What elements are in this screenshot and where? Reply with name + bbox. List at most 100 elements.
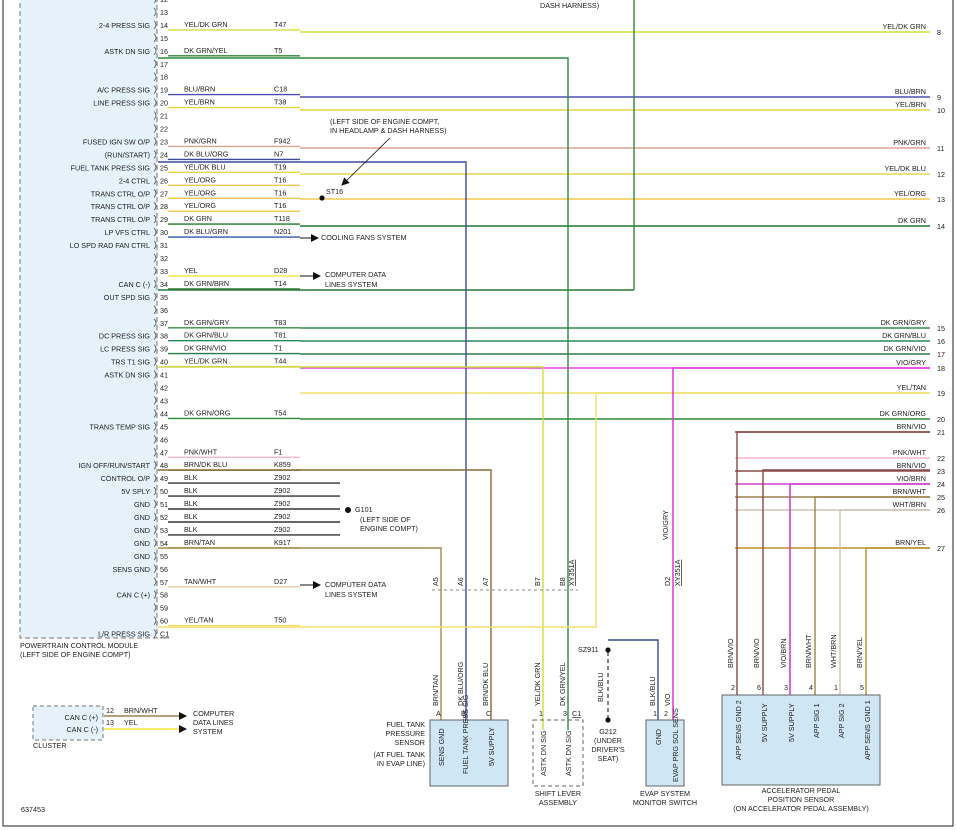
pcm-pin-number: 42 bbox=[160, 384, 168, 393]
fuel-pin-sens-gnd: SENS GND bbox=[437, 728, 446, 766]
pin-bracket bbox=[153, 279, 157, 289]
app-wire-4: BRN/WHT bbox=[804, 634, 813, 668]
pcm-signal-label: CAN C (-) bbox=[118, 280, 150, 289]
evap-name-1: EVAP SYSTEM bbox=[640, 789, 690, 798]
conn-a6: A6 bbox=[456, 577, 465, 586]
wire-color-label: TAN/WHT bbox=[184, 577, 217, 586]
pcm-signal-label: TRANS CTRL O/P bbox=[91, 215, 150, 224]
wire-color-label: BRN/TAN bbox=[184, 538, 215, 547]
wire-color-label: YEL/TAN bbox=[184, 616, 213, 625]
pin-bracket bbox=[153, 176, 157, 185]
app-name-3: (ON ACCELERATOR PEDAL ASSEMBLY) bbox=[733, 804, 869, 813]
pcm-signal-label: GND bbox=[134, 513, 150, 522]
cdl-b-line2: LINES SYSTEM bbox=[325, 590, 377, 599]
pcm-pin-number: 22 bbox=[160, 125, 168, 134]
pcm-signal-label: 2-4 CTRL bbox=[119, 176, 150, 185]
app-pin-1: 1 bbox=[834, 683, 838, 692]
cdl-a-line1: COMPUTER DATA bbox=[325, 270, 386, 279]
pin-bracket bbox=[153, 0, 157, 4]
app-pin-6: 6 bbox=[757, 683, 761, 692]
pcm-pin-number: 19 bbox=[160, 86, 168, 95]
pin-bracket bbox=[153, 240, 157, 250]
pcm-pin-number: 31 bbox=[160, 241, 168, 250]
wire-app-brn-vio-1 bbox=[736, 431, 930, 695]
pin-bracket bbox=[153, 305, 157, 315]
cooling-fans-ref: COOLING FANS SYSTEM bbox=[300, 233, 406, 242]
pcm-pin-number: 59 bbox=[160, 604, 168, 613]
cdl-b-line1: COMPUTER DATA bbox=[325, 580, 386, 589]
right-connector-pin: 19 bbox=[937, 389, 945, 398]
pin-bracket bbox=[153, 551, 157, 561]
right-wire-color: YEL/DK GRN bbox=[882, 22, 926, 31]
g212-line2: DRIVER'S bbox=[591, 745, 625, 754]
shift-pin-astk-1: ASTK DN SIG bbox=[539, 730, 548, 776]
pin-bracket bbox=[153, 435, 157, 444]
wire-app-wht-brn bbox=[839, 509, 930, 695]
pin-bracket bbox=[153, 616, 157, 625]
pin-bracket bbox=[153, 292, 157, 302]
circuit-label: T50 bbox=[274, 616, 286, 625]
pcm-signal-label: TRANS CTRL O/P bbox=[91, 189, 150, 198]
wire-t19-fuel-press bbox=[158, 161, 467, 730]
circuit-label: T47 bbox=[274, 20, 286, 29]
pin-bracket bbox=[153, 370, 157, 379]
circuit-label: T16 bbox=[274, 175, 286, 184]
shift-wire-2: DK GRN/YEL bbox=[558, 662, 567, 706]
right-wire-color: VIO/BRN bbox=[896, 474, 926, 483]
pin-bracket bbox=[153, 98, 157, 107]
conn-b8: B8 bbox=[558, 577, 567, 586]
pcm-pin-number: 25 bbox=[160, 163, 168, 172]
pcm-pin-number: 47 bbox=[160, 448, 168, 457]
fuel-name-1: FUEL TANK bbox=[386, 720, 425, 729]
evap-switch-box bbox=[645, 719, 685, 787]
circuit-label: K859 bbox=[274, 460, 291, 469]
wire-color-label: YEL/ORG bbox=[184, 175, 216, 184]
right-wire-color: PNK/GRN bbox=[893, 138, 926, 147]
wire-vio-evap bbox=[672, 367, 930, 720]
pcm-pin-number: C1 bbox=[160, 630, 169, 639]
right-connector-pin: 25 bbox=[937, 493, 945, 502]
right-connector-pin: 14 bbox=[937, 222, 945, 231]
pcm-pin-number: 45 bbox=[160, 422, 168, 431]
pin-bracket bbox=[153, 20, 157, 30]
pcm-signal-label: ASTK DN SIG bbox=[104, 371, 150, 380]
circuit-label: T1 bbox=[274, 344, 282, 353]
circuit-label: T38 bbox=[274, 98, 286, 107]
right-wire-color: YEL/ORG bbox=[894, 189, 926, 198]
evap-vert-label: VIO/GRY bbox=[661, 510, 670, 540]
shift-pin-1: 1 bbox=[539, 709, 543, 718]
pin-bracket bbox=[153, 59, 157, 69]
cluster-color-1: BRN/WHT bbox=[124, 706, 158, 715]
wire-t5-astk bbox=[158, 57, 569, 730]
pcm-pin-number: 50 bbox=[160, 487, 168, 496]
conn-a5: A5 bbox=[431, 577, 440, 586]
evap-pin-gnd: GND bbox=[654, 729, 663, 745]
pcm-pin-number: 35 bbox=[160, 293, 168, 302]
cluster-dest-3: SYSTEM bbox=[193, 727, 223, 736]
right-wire-color: DK GRN bbox=[898, 216, 926, 225]
fuel-name-4: (AT FUEL TANK bbox=[373, 750, 425, 759]
shift-wire-1: YEL/DK GRN bbox=[533, 662, 542, 706]
pcm-signal-label: LP VFS CTRL bbox=[105, 228, 150, 237]
circuit-label: Z902 bbox=[274, 499, 290, 508]
right-wire-color: DK GRN/BLU bbox=[882, 331, 926, 340]
pin-bracket bbox=[153, 357, 157, 366]
wire-app-vio-brn bbox=[789, 483, 930, 695]
shift-name-2: ASSEMBLY bbox=[539, 798, 577, 807]
pcm-pin-number: 30 bbox=[160, 228, 168, 237]
pcm-pin-number: 26 bbox=[160, 176, 168, 185]
pcm-signal-label: 2-4 PRESS SIG bbox=[99, 21, 151, 30]
pin-bracket bbox=[153, 499, 157, 509]
right-side-connector: YEL/DK GRN8BLU/BRN9YEL/BRN10PNK/GRN11YEL… bbox=[300, 22, 945, 553]
shift-pin-astk-2: ASTK DN SIG bbox=[564, 730, 573, 776]
evap-monitor-switch: BLK/BLU VIO 1 2 GND EVAP PRG SOL SENS EV… bbox=[633, 676, 697, 807]
pin-bracket bbox=[153, 473, 157, 483]
pin-bracket bbox=[153, 422, 157, 431]
right-wire-color: PNK/WHT bbox=[893, 448, 927, 457]
evap-name-2: MONITOR SWITCH bbox=[633, 798, 697, 807]
cluster-color-2: YEL bbox=[124, 718, 138, 727]
pcm-signal-label: TRS T1 SIG bbox=[111, 358, 150, 367]
g212-id: G212 bbox=[599, 727, 617, 736]
wire-color-label: BLK bbox=[184, 499, 198, 508]
